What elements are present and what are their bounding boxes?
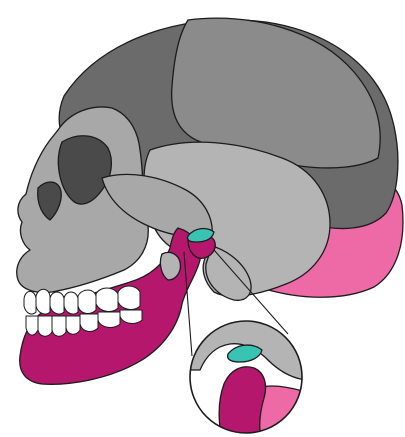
tmj-callout: [186, 320, 306, 437]
upper-tooth: [64, 292, 78, 314]
upper-tooth: [50, 292, 64, 314]
lower-tooth: [26, 316, 38, 335]
lower-tooth: [80, 314, 98, 331]
coronoid-notch: [160, 252, 180, 280]
upper-tooth: [118, 286, 140, 309]
upper-tooth: [96, 288, 118, 311]
lower-tooth: [38, 316, 52, 336]
lower-tooth: [120, 310, 142, 323]
lower-tooth: [66, 316, 80, 334]
upper-tooth: [78, 290, 96, 313]
upper-tooth: [36, 289, 50, 314]
lower-tooth: [98, 312, 120, 327]
upper-tooth: [24, 291, 36, 314]
lower-tooth: [52, 316, 66, 336]
